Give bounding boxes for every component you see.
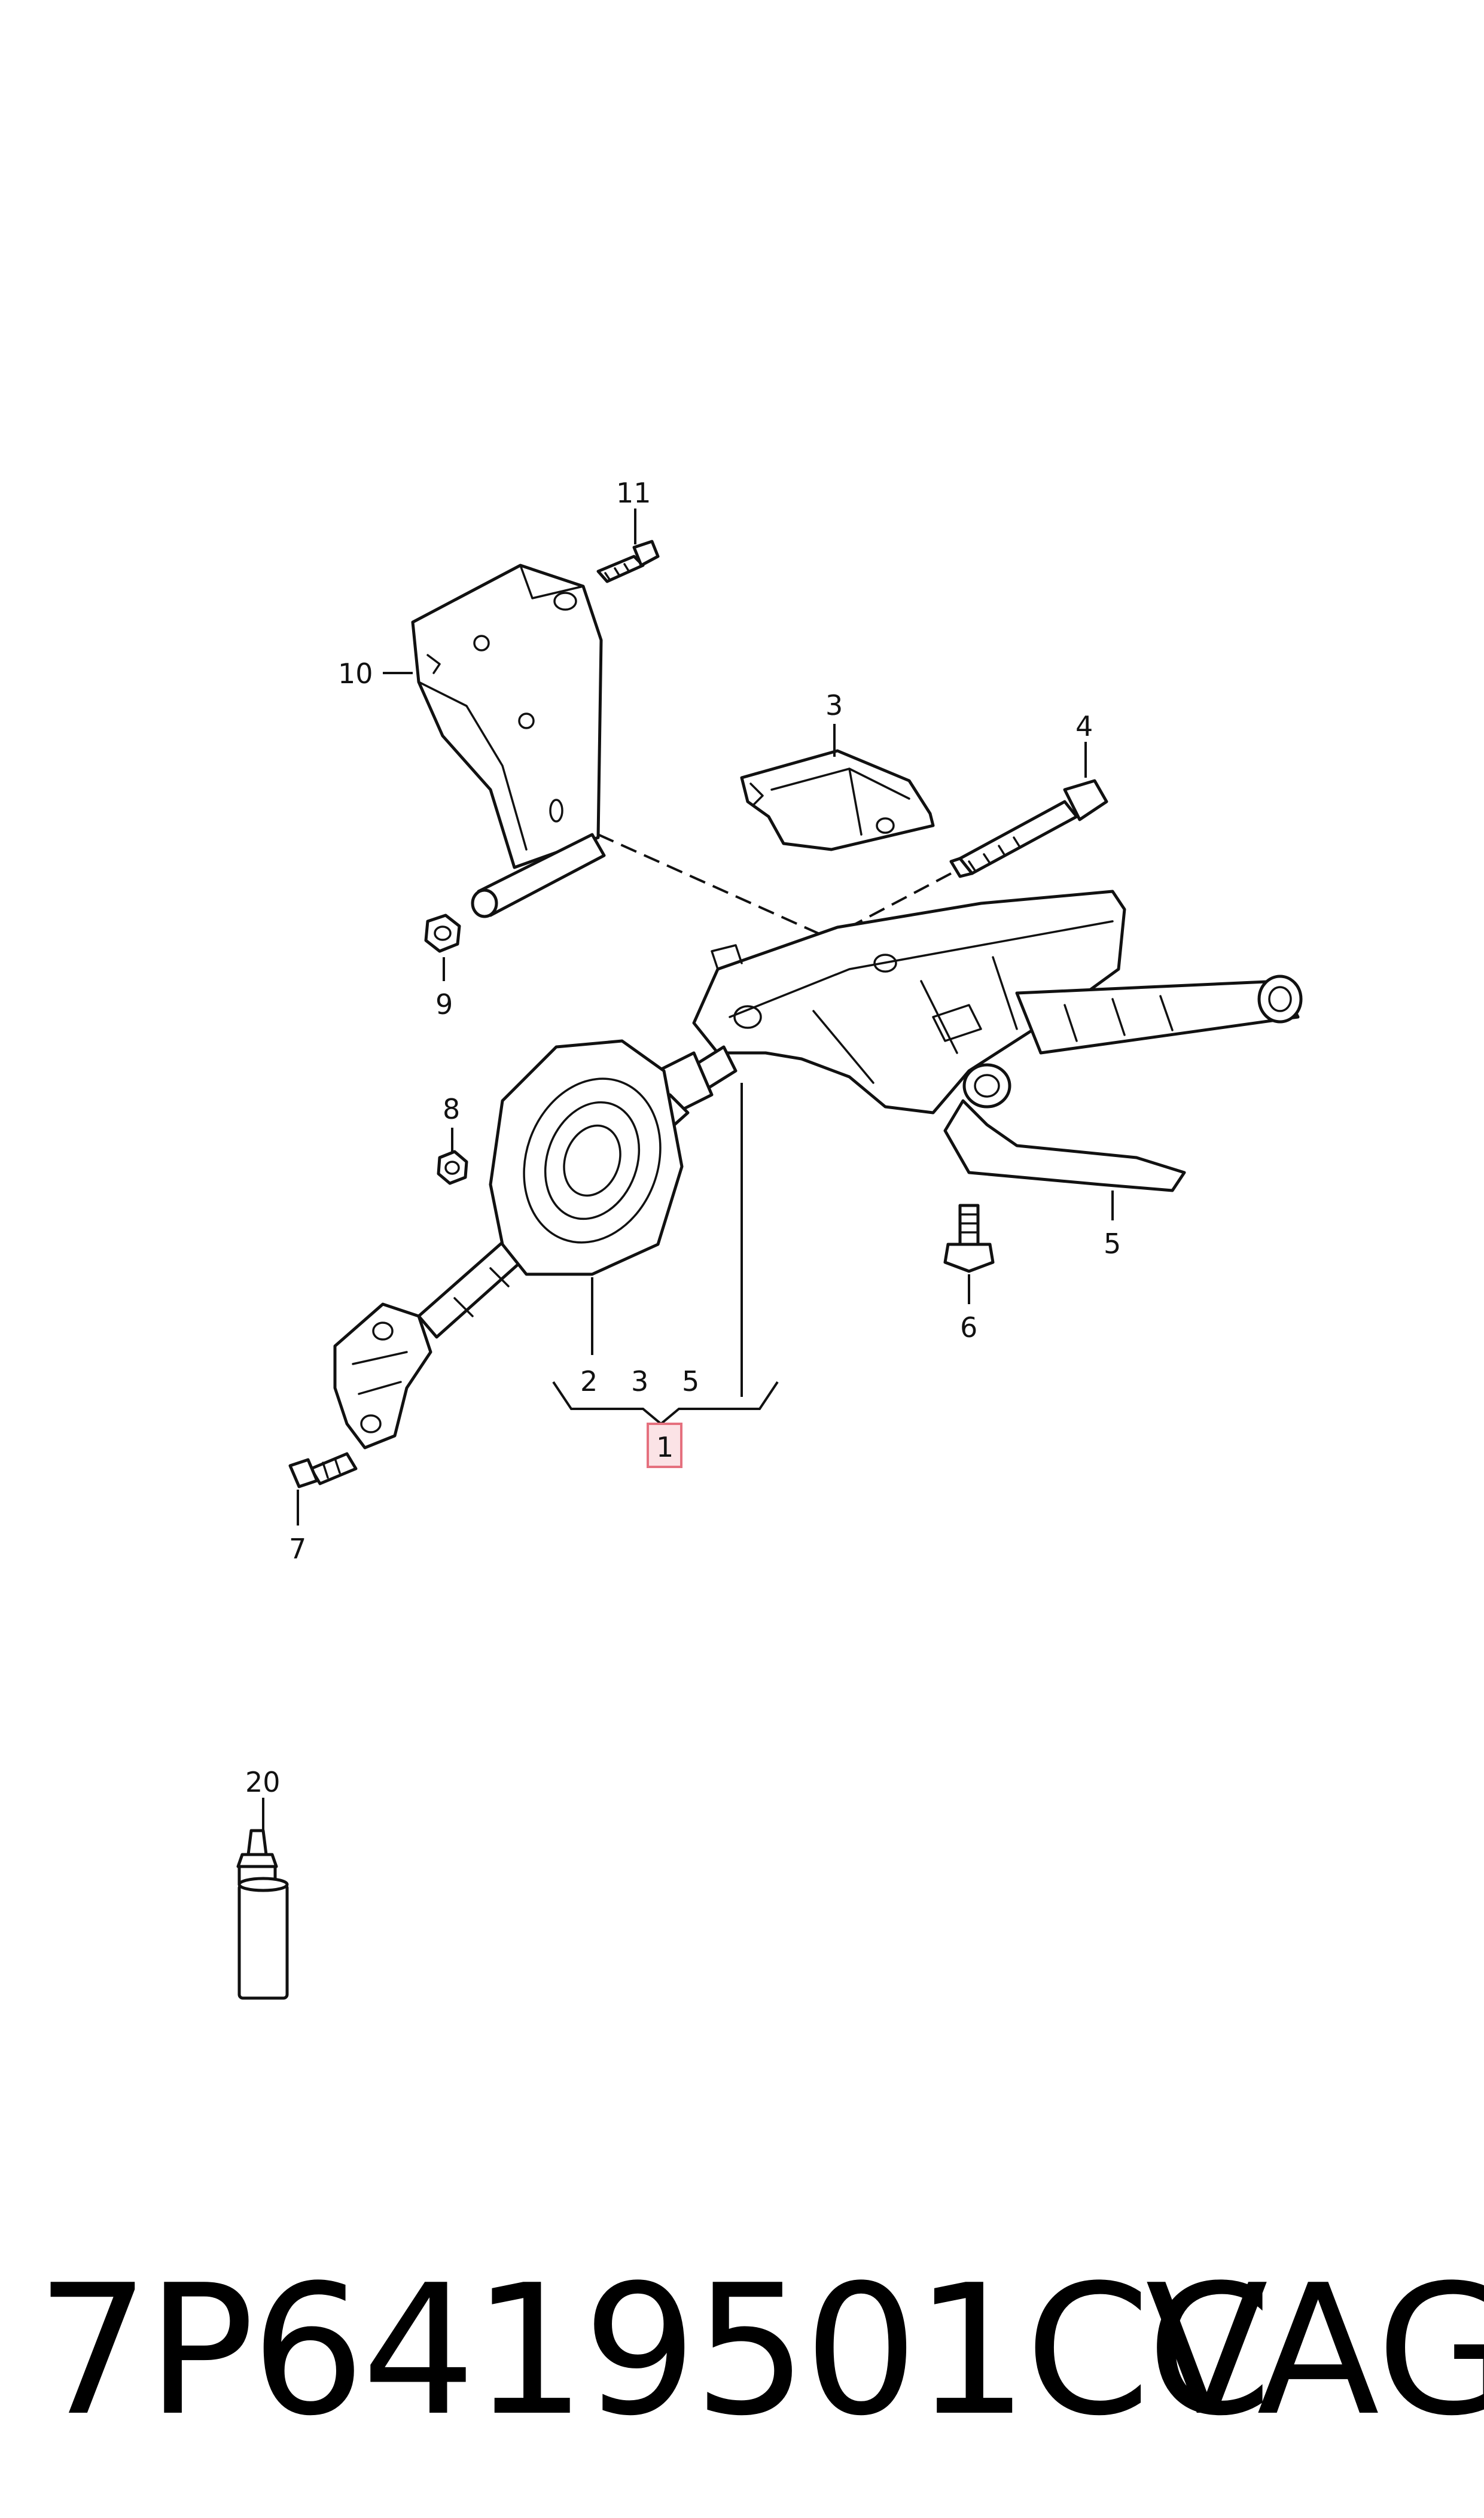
dashed-line-bracket [598,833,832,940]
callout-5-group: 5 [682,1365,699,1397]
callout-6: 6 [960,1311,977,1344]
brand-label: VAG [1145,2246,1484,2455]
nut-9 [424,914,461,953]
footer: 7P6419501CC VAG [0,2237,1484,2489]
callout-11: 11 [616,477,651,509]
boot-2 [489,1039,684,1276]
bolt-7 [288,1452,358,1488]
callout-1: 1 [656,1431,674,1463]
sealant-tube-20 [236,1829,289,2000]
callout-4: 4 [1075,710,1093,742]
steering-column [333,890,1303,1450]
bolt-6 [943,1204,995,1273]
callout-8: 8 [443,1093,460,1125]
callout-3-part: 3 [825,689,843,721]
part-number: 7P6419501CC [36,2246,1272,2455]
bolt-4 [949,779,1108,878]
callout-3-group: 3 [631,1365,648,1397]
nut-8 [437,1150,468,1185]
bolt-11 [596,540,660,583]
callout-1-highlight [647,1423,682,1468]
callout-10: 10 [338,657,373,690]
callout-7: 7 [289,1533,306,1565]
callout-5-part: 5 [1104,1228,1121,1260]
module-3 [740,749,935,851]
callout-9: 9 [435,988,453,1021]
callout-2: 2 [580,1365,598,1397]
dashed-line-bolt [843,872,952,931]
parts-diagram: 11 10 9 3 4 [236,477,1303,2000]
callout-20: 20 [245,1766,281,1798]
bracket-10 [411,564,606,918]
